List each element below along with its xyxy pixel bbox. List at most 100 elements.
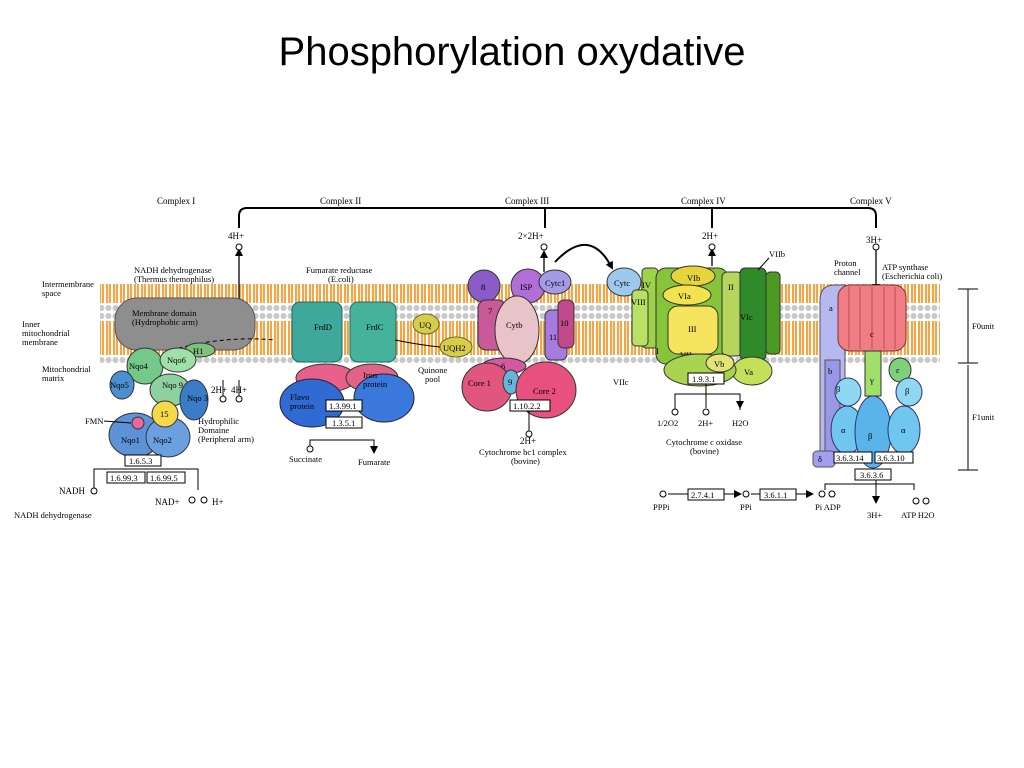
svg-text:9: 9 <box>508 377 512 387</box>
svg-text:Core 1: Core 1 <box>468 378 491 388</box>
svg-text:(Thermus themophilus): (Thermus themophilus) <box>134 274 214 284</box>
svg-text:α: α <box>901 425 906 435</box>
svg-text:Vb: Vb <box>714 359 724 369</box>
svg-text:(Escherichia coli): (Escherichia coli) <box>882 271 942 281</box>
complex-iii: 8 ISP Cytc1 7 Cytb 11 10 6 Core 1 9 Core… <box>461 244 613 466</box>
compartment-labels: Intermembrane space Inner mitochondrial … <box>22 279 94 383</box>
svg-text:6: 6 <box>501 361 505 371</box>
svg-text:Nqo 9: Nqo 9 <box>162 380 183 390</box>
svg-text:membrane: membrane <box>22 337 58 347</box>
svg-text:Nqo6: Nqo6 <box>167 355 186 365</box>
svg-text:2H+: 2H+ <box>698 418 713 428</box>
svg-text:1.10.2.2: 1.10.2.2 <box>513 401 541 411</box>
svg-text:Quinone: Quinone <box>418 365 448 375</box>
svg-text:Va: Va <box>744 367 753 377</box>
proton-c1-out: 4H+ <box>228 231 244 241</box>
svg-text:δ: δ <box>818 454 822 464</box>
svg-text:VIc: VIc <box>740 312 753 322</box>
svg-text:NAD+: NAD+ <box>155 497 180 507</box>
complex-i: NADH dehydrogenase (Thermus themophilus)… <box>14 265 276 520</box>
svg-text:(bovine): (bovine) <box>511 456 540 466</box>
complex-iv: Cytc IV VIII VIb VIa III VIIa I II VIc V… <box>606 249 785 456</box>
complex-v: Proton channel ATP synthase (Escherichia… <box>812 258 995 520</box>
svg-text:2H+: 2H+ <box>520 436 536 446</box>
svg-text:protein: protein <box>363 379 388 389</box>
svg-text:Nqo4: Nqo4 <box>129 361 149 371</box>
svg-text:2.7.4.1: 2.7.4.1 <box>691 490 714 500</box>
svg-text:Iron: Iron <box>363 370 378 380</box>
svg-text:Domaine: Domaine <box>198 425 229 435</box>
svg-text:3H+: 3H+ <box>867 510 882 520</box>
svg-text:3.6.3.10: 3.6.3.10 <box>877 453 905 463</box>
proton-c5-out: 3H+ <box>866 235 882 245</box>
svg-text:Flavo: Flavo <box>290 392 309 402</box>
proton-c4-out: 2H+ <box>702 231 718 241</box>
svg-text:NADH: NADH <box>59 486 85 496</box>
svg-text:(Peripheral arm): (Peripheral arm) <box>198 434 254 444</box>
proton-c3-out: 2×2H+ <box>518 231 544 241</box>
svg-text:(Hydrophobic arm): (Hydrophobic arm) <box>132 317 198 327</box>
svg-text:Membrane domain: Membrane domain <box>132 308 197 318</box>
svg-text:Cytochrome bc1 complex: Cytochrome bc1 complex <box>479 447 568 457</box>
svg-text:channel: channel <box>834 267 861 277</box>
svg-text:VIIb: VIIb <box>769 249 785 259</box>
svg-text:Nqo 3: Nqo 3 <box>187 393 208 403</box>
svg-text:b: b <box>828 366 832 376</box>
svg-text:3.6.3.6: 3.6.3.6 <box>860 470 883 480</box>
svg-text:NADH dehydrogenase: NADH dehydrogenase <box>134 265 212 275</box>
svg-text:pool: pool <box>425 374 441 384</box>
svg-text:IV: IV <box>642 280 652 290</box>
svg-text:8: 8 <box>481 282 485 292</box>
svg-text:protein: protein <box>290 401 315 411</box>
slide-title: Phosphorylation oxydative <box>278 30 746 74</box>
svg-text:VIb: VIb <box>687 273 700 283</box>
complex-ii-label: Complex II <box>320 196 361 206</box>
proton-circuit <box>238 207 877 228</box>
svg-text:1.9.3.1: 1.9.3.1 <box>692 374 715 384</box>
svg-text:ε: ε <box>896 365 900 375</box>
svg-text:Inner: Inner <box>22 319 40 329</box>
svg-text:a: a <box>829 303 833 313</box>
svg-text:1/2O2: 1/2O2 <box>657 418 678 428</box>
svg-text:1.6.99.5: 1.6.99.5 <box>150 473 178 483</box>
svg-text:Fumarate reductase: Fumarate reductase <box>306 265 373 275</box>
svg-text:1.3.5.1: 1.3.5.1 <box>332 418 355 428</box>
svg-text:F1unit: F1unit <box>972 412 995 422</box>
svg-text:Cytochrome c oxidase: Cytochrome c oxidase <box>666 437 742 447</box>
svg-text:PPPi: PPPi <box>653 502 670 512</box>
svg-text:1.3.99.1: 1.3.99.1 <box>329 401 357 411</box>
svg-text:3.6.1.1: 3.6.1.1 <box>764 490 787 500</box>
svg-text:β: β <box>868 431 872 441</box>
svg-text:Cytb: Cytb <box>506 320 523 330</box>
complex-iii-label: Complex III <box>505 196 549 206</box>
svg-text:UQH2: UQH2 <box>443 343 466 353</box>
svg-text:space: space <box>42 288 61 298</box>
complex-iv-label: Complex IV <box>681 196 726 206</box>
svg-text:c: c <box>870 329 874 339</box>
svg-text:1.6.99.3: 1.6.99.3 <box>110 473 138 483</box>
svg-text:10: 10 <box>560 318 569 328</box>
svg-text:Cytc1: Cytc1 <box>545 278 565 288</box>
svg-text:Intermembrane: Intermembrane <box>42 279 94 289</box>
svg-text:15: 15 <box>160 409 169 419</box>
svg-text:H+: H+ <box>212 497 224 507</box>
svg-text:II: II <box>728 282 734 292</box>
svg-text:γ: γ <box>869 375 874 385</box>
svg-text:UQ: UQ <box>419 320 431 330</box>
svg-text:FMN: FMN <box>85 416 103 426</box>
svg-text:H2O: H2O <box>732 418 749 428</box>
svg-text:Proton: Proton <box>834 258 857 268</box>
svg-text:VIII: VIII <box>631 297 646 307</box>
svg-text:III: III <box>688 324 697 334</box>
svg-text:FrdC: FrdC <box>366 322 384 332</box>
svg-text:1.6.5.3: 1.6.5.3 <box>129 456 152 466</box>
svg-text:Core 2: Core 2 <box>533 386 556 396</box>
svg-text:3.6.3.14: 3.6.3.14 <box>836 453 864 463</box>
svg-text:Succinate: Succinate <box>289 454 322 464</box>
svg-text:Fumarate: Fumarate <box>358 457 390 467</box>
svg-text:7: 7 <box>488 306 492 316</box>
svg-text:Nqo1: Nqo1 <box>121 435 140 445</box>
complex-v-label: Complex V <box>850 196 892 206</box>
svg-text:Cytc: Cytc <box>614 278 630 288</box>
